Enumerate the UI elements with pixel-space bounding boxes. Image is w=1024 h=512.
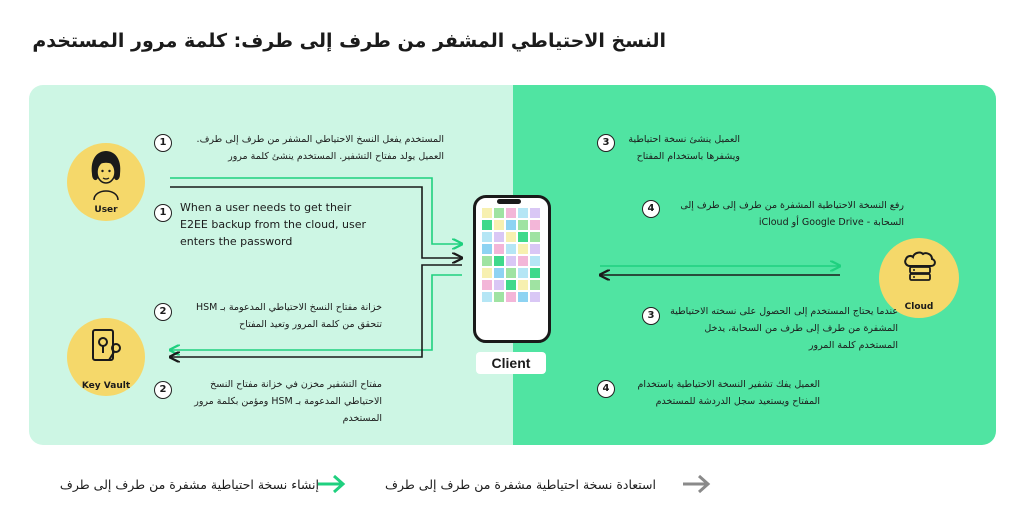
page-title: النسخ الاحتياطي المشفر من طرف إلى طرف: ك… <box>32 30 666 52</box>
screen-tile <box>494 292 504 302</box>
screen-tile <box>518 292 528 302</box>
legend-create-arrow-icon <box>318 474 346 494</box>
cloud-label: Cloud <box>904 302 934 312</box>
screen-tile <box>530 232 540 242</box>
screen-tile <box>530 208 540 218</box>
step-restore-vault-verify: خزانة مفتاح النسخ الاحتياطي المدعومة بـ … <box>195 302 382 330</box>
screen-tile <box>482 244 492 254</box>
screen-tile <box>518 208 528 218</box>
screen-tile <box>530 256 540 266</box>
key-vault-icon <box>92 329 121 361</box>
screen-tile <box>494 268 504 278</box>
user-label: User <box>94 205 118 215</box>
screen-tile <box>482 220 492 230</box>
screen-tile <box>518 256 528 266</box>
cloud-server-icon <box>904 251 936 281</box>
screen-tile <box>506 244 516 254</box>
screen-tile <box>530 292 540 302</box>
screen-tile <box>530 220 540 230</box>
screen-tile <box>482 268 492 278</box>
screen-tile <box>506 220 516 230</box>
step-restore-decrypt: العميل يفك تشفير النسخة الاحتياطية باستخ… <box>637 379 820 407</box>
screen-tile <box>518 232 528 242</box>
screen-tile <box>530 280 540 290</box>
arrow-vault-to-client-restore <box>170 264 462 357</box>
screen-tile <box>518 280 528 290</box>
step-number: 2 <box>154 381 172 399</box>
step-create-encrypt-backup: العميل ينشئ نسخة احتياطية ويشفرها باستخد… <box>628 134 740 162</box>
screen-tile <box>494 220 504 230</box>
step-create-user-password: المستخدم يفعل النسخ الاحتياطي المشفر من … <box>196 134 444 162</box>
screen-tile <box>482 280 492 290</box>
screen-tile <box>506 232 516 242</box>
client-label: Client <box>476 352 546 374</box>
user-avatar-icon <box>91 151 121 200</box>
screen-tile <box>482 256 492 266</box>
legend-create-label: إنشاء نسخة احتياطية مشفرة من طرف إلى طرف <box>59 477 319 492</box>
step-restore-fetch-from-cloud: عندما يحتاج المستخدم إلى الحصول على نسخت… <box>670 306 898 351</box>
arrow-user-to-client-create <box>170 177 462 244</box>
step-number: 3 <box>642 307 660 325</box>
screen-tile <box>494 208 504 218</box>
arrow-user-to-client-restore <box>170 186 462 258</box>
step-number: 3 <box>597 134 615 152</box>
step-number: 2 <box>154 303 172 321</box>
screen-tile <box>494 256 504 266</box>
legend-restore-arrow-icon <box>683 474 711 494</box>
screen-tile <box>482 232 492 242</box>
screen-tile <box>518 268 528 278</box>
step-number: 4 <box>642 200 660 218</box>
cloud-actor <box>879 238 959 318</box>
step-restore-enter-password: When a user needs to get their E2EE back… <box>180 201 367 248</box>
phone-notch <box>497 199 521 204</box>
screen-tile <box>518 220 528 230</box>
step-number: 4 <box>597 380 615 398</box>
screen-tile <box>530 244 540 254</box>
legend-restore-label: استعادة نسخة احتياطية مشفرة من طرف إلى ط… <box>385 477 656 492</box>
screen-tile <box>482 208 492 218</box>
screen-tile <box>506 280 516 290</box>
screen-tile <box>494 232 504 242</box>
screen-tile <box>506 208 516 218</box>
screen-tile <box>494 280 504 290</box>
screen-tile <box>530 268 540 278</box>
step-number: 1 <box>154 204 172 222</box>
screen-tile <box>506 292 516 302</box>
screen-tile <box>506 256 516 266</box>
screen-tile <box>518 244 528 254</box>
screen-tile <box>482 292 492 302</box>
screen-tile <box>494 244 504 254</box>
arrow-client-to-vault-create <box>170 274 462 350</box>
step-create-upload-cloud: رفع النسخة الاحتياطية المشفرة من طرف إلى… <box>680 200 904 228</box>
step-create-key-stored: مفتاح التشفير مخزن في خزانة مفتاح النسخ … <box>194 379 382 424</box>
key-vault-label: Key Vault <box>81 381 131 391</box>
phone-screen-tiles <box>482 208 540 302</box>
screen-tile <box>506 268 516 278</box>
step-number: 1 <box>154 134 172 152</box>
